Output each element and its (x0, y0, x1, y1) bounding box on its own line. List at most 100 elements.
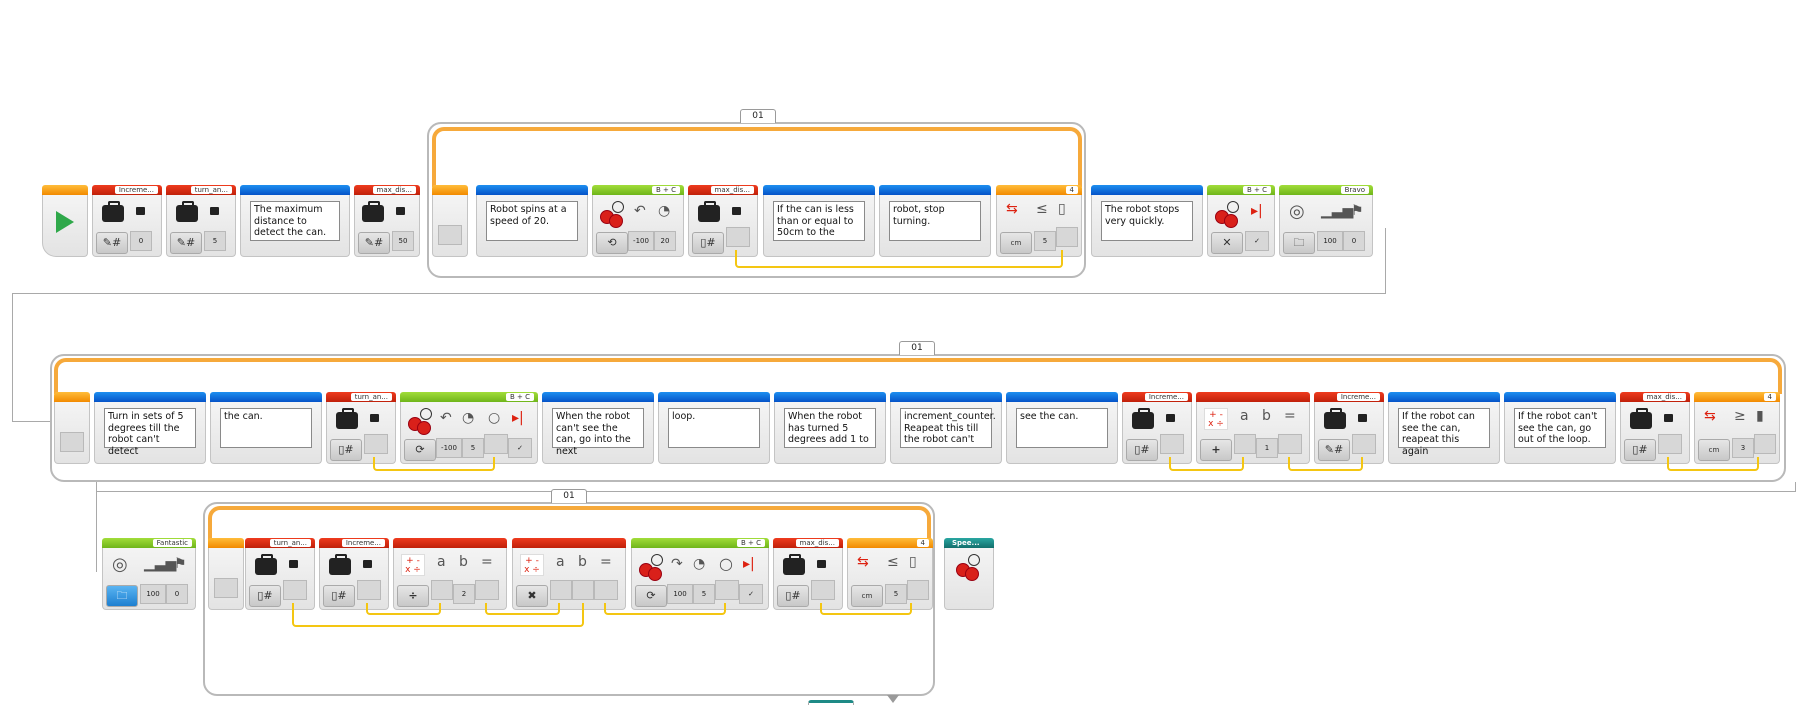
value-output[interactable] (357, 580, 381, 600)
variable-block[interactable]: max_dis... ▯# (1620, 392, 1690, 464)
comment-text[interactable]: loop. (668, 408, 760, 448)
comment-block[interactable]: The robot stops very quickly. (1091, 185, 1203, 257)
variable-block[interactable]: turn_an... ▯# (326, 392, 396, 464)
comment-text[interactable]: Robot spins at a speed of 20. (486, 201, 578, 241)
loop-index-output[interactable] (438, 225, 462, 245)
mode-write-numeric-button[interactable]: ✎# (170, 232, 202, 254)
loop-index-output[interactable] (214, 578, 238, 598)
variable-block[interactable]: turn_an... ▯# (245, 538, 315, 610)
variable-block[interactable]: Increme... ✎# 0 (92, 185, 162, 257)
mode-read-numeric-button[interactable]: ▯# (1126, 439, 1158, 461)
comment-text[interactable]: The robot stops very quickly. (1101, 201, 1193, 241)
mode-cm-button[interactable]: cm (1000, 232, 1032, 254)
threshold-input[interactable]: 5 (885, 584, 907, 604)
comment-block[interactable]: If the robot can't see the can, go out o… (1504, 392, 1616, 464)
loop-start[interactable] (208, 538, 244, 610)
loop-start[interactable] (54, 392, 90, 464)
comment-text[interactable]: When the robot has turned 5 degrees add … (784, 408, 876, 448)
mode-play-file-button[interactable]: 🗀 (1283, 232, 1315, 254)
loop-label[interactable]: 01 (551, 489, 587, 503)
math-block[interactable]: + -x ÷ a b = + 1 (1196, 392, 1310, 464)
sound-block[interactable]: Fantastic ◎ ▁▃▅ ⚑ 🗀 100 0 (102, 538, 196, 610)
comment-block[interactable]: the can. (210, 392, 322, 464)
mode-divide-button[interactable]: ÷ (397, 585, 429, 607)
value-output[interactable] (1160, 434, 1184, 454)
mode-read-numeric-button[interactable]: ▯# (1624, 439, 1656, 461)
comment-block[interactable]: Turn in sets of 5 degrees till the robot… (94, 392, 206, 464)
comment-block[interactable]: robot, stop turning. (879, 185, 991, 257)
input-a[interactable] (550, 580, 572, 600)
start-block[interactable] (42, 185, 88, 257)
move-steering-block[interactable]: B + C ↶ ◔ ○ ▸| ⟳ -100 5 ✓ (400, 392, 538, 464)
value-output[interactable] (283, 580, 307, 600)
threshold-input[interactable]: 5 (1034, 231, 1056, 251)
comment-block[interactable]: If the can is less than or equal to 50cm… (763, 185, 875, 257)
comment-text[interactable]: If the can is less than or equal to 50cm… (773, 201, 865, 241)
loop-label[interactable]: 01 (740, 109, 776, 123)
play-type-input[interactable]: 0 (166, 584, 188, 604)
mode-cm-button[interactable]: cm (1698, 439, 1730, 461)
value-output[interactable] (364, 434, 388, 454)
sound-block[interactable]: Bravo ◎ ▁▃▅ ⚑ 🗀 100 0 (1279, 185, 1373, 257)
value-input[interactable]: 50 (392, 231, 414, 251)
input-a[interactable] (1234, 434, 1256, 454)
variable-block[interactable]: turn_an... ✎# 5 (166, 185, 236, 257)
value-input[interactable]: 0 (130, 231, 152, 251)
comment-block[interactable]: increment_counter. Reapeat this till the… (890, 392, 1002, 464)
value-input[interactable]: 5 (204, 231, 226, 251)
mode-add-button[interactable]: + (1200, 439, 1232, 461)
steering-input[interactable]: -100 (628, 231, 654, 251)
comment-text[interactable]: the can. (220, 408, 312, 448)
comment-block[interactable]: see the can. (1006, 392, 1118, 464)
steering-input[interactable]: 100 (667, 584, 693, 604)
move-steering-block[interactable]: B + C ↷ ◔ ○ ▸| ⟳ 100 5 ✓ (631, 538, 769, 610)
input-b[interactable] (572, 580, 594, 600)
comment-text[interactable]: increment_counter. Reapeat this till the… (900, 408, 996, 448)
play-type-input[interactable]: 0 (1343, 231, 1365, 251)
move-steering-unlimited-block[interactable]: Spee... (944, 538, 994, 610)
value-input[interactable] (1352, 434, 1376, 454)
math-block[interactable]: + -x ÷ a b = ✖ (512, 538, 626, 610)
loop-frame[interactable] (203, 502, 935, 696)
mode-read-numeric-button[interactable]: ▯# (692, 232, 724, 254)
comment-block[interactable]: When the robot has turned 5 degrees add … (774, 392, 886, 464)
comment-text[interactable]: robot, stop turning. (889, 201, 981, 241)
comment-text[interactable]: If the robot can't see the can, go out o… (1514, 408, 1606, 448)
loop-frame[interactable] (50, 354, 1786, 482)
variable-block[interactable]: Increme... ▯# (319, 538, 389, 610)
value-output[interactable] (811, 580, 835, 600)
volume-input[interactable]: 100 (140, 584, 166, 604)
mode-on-button[interactable]: ⟲ (596, 232, 628, 254)
comment-block[interactable]: The maximum distance to detect the can. (240, 185, 350, 257)
threshold-input[interactable]: 3 (1732, 438, 1754, 458)
move-steering-block[interactable]: B + C ▸| ✕ ✓ (1207, 185, 1275, 257)
degrees-input[interactable] (715, 580, 739, 600)
mode-write-numeric-button[interactable]: ✎# (358, 232, 390, 254)
comment-text[interactable]: If the robot can see the can, reapeat th… (1398, 408, 1490, 457)
variable-block[interactable]: max_dis... ▯# (688, 185, 758, 257)
brake-at-end-input[interactable]: ✓ (1245, 231, 1269, 251)
comment-block[interactable]: Robot spins at a speed of 20. (476, 185, 588, 257)
input-a[interactable] (431, 580, 453, 600)
power-input[interactable]: 20 (654, 231, 676, 251)
threshold-value-input[interactable] (1056, 227, 1078, 247)
loop-end-block[interactable]: 4 ⇆ ≥ ▮ cm 3 (1694, 392, 1780, 464)
threshold-value-input[interactable] (907, 580, 929, 600)
loop-frame[interactable] (427, 122, 1086, 278)
variable-block[interactable]: max_dis... ✎# 50 (354, 185, 420, 257)
result-output[interactable] (1278, 434, 1302, 454)
threshold-value-input[interactable] (1754, 434, 1776, 454)
mode-write-numeric-button[interactable]: ✎# (96, 232, 128, 254)
variable-block[interactable]: max_dis... ▯# (773, 538, 843, 610)
mode-cm-button[interactable]: cm (851, 585, 883, 607)
brake-at-end-input[interactable]: ✓ (739, 584, 763, 604)
loop-label[interactable]: 01 (899, 341, 935, 355)
input-b[interactable]: 1 (1256, 438, 1278, 458)
mode-off-button[interactable]: ✕ (1211, 232, 1243, 254)
result-output[interactable] (475, 580, 499, 600)
volume-input[interactable]: 100 (1317, 231, 1343, 251)
mode-play-file-button[interactable]: 🗀 (106, 585, 138, 607)
loop-index-output[interactable] (60, 432, 84, 452)
mode-read-numeric-button[interactable]: ▯# (330, 439, 362, 461)
mode-degrees-button[interactable]: ⟳ (404, 439, 436, 461)
